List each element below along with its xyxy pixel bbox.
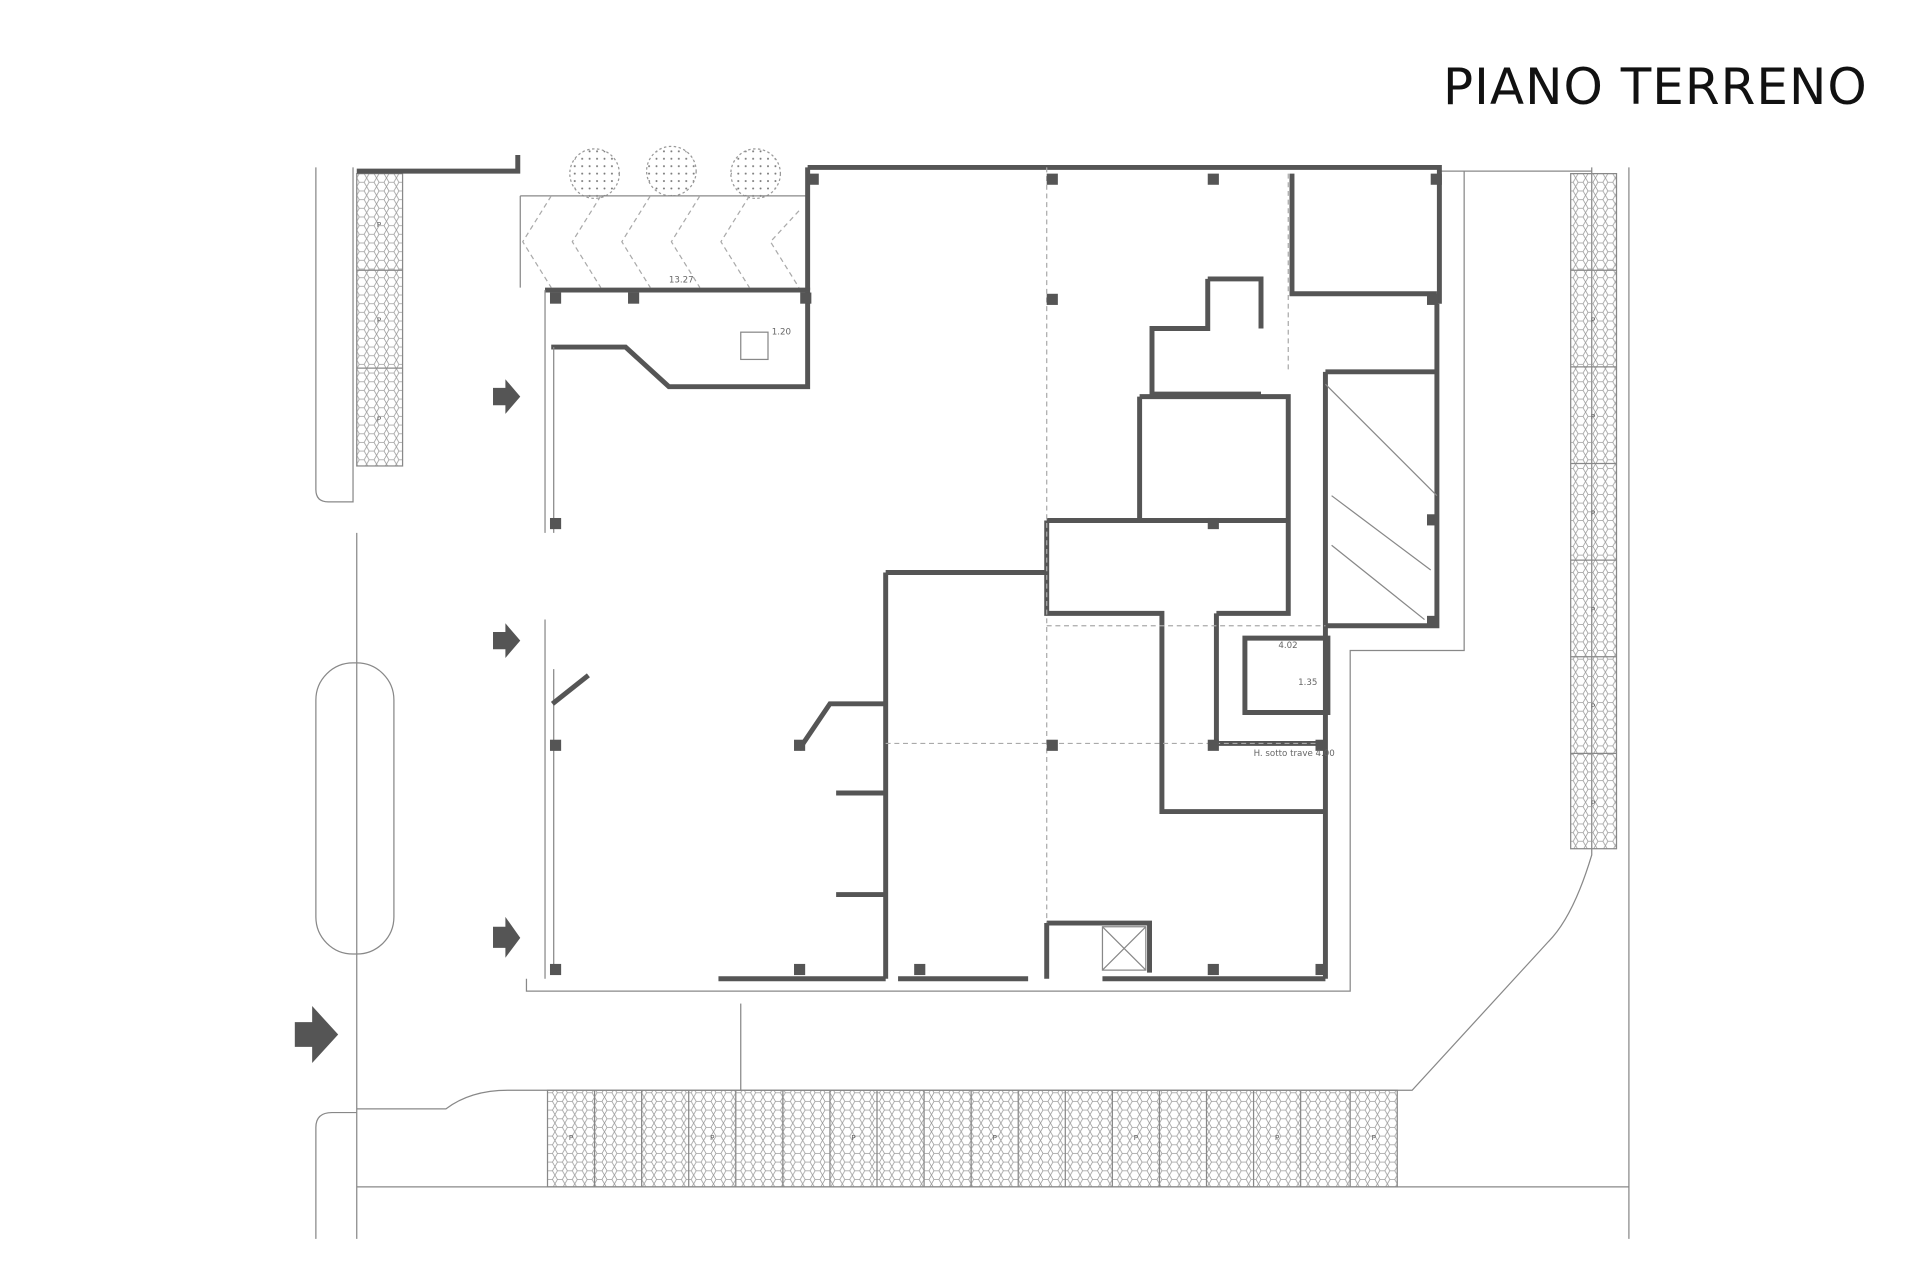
svg-text:P: P (992, 1133, 997, 1142)
dim-stair: 1.20 (772, 328, 791, 338)
svg-text:P: P (851, 1133, 856, 1142)
dim-stair2-b: 1.35 (1298, 678, 1317, 688)
courtyard: 13.27 (519, 195, 808, 288)
site-lines (315, 167, 1630, 1239)
floor-title: PIANO TERRENO (1443, 58, 1868, 116)
svg-text:P: P (1371, 1133, 1376, 1142)
dim-courtyard: 13.27 (669, 276, 694, 286)
traffic-island (315, 662, 395, 955)
beam-height-label: H. sotto trave 4.00 (1254, 749, 1335, 759)
svg-text:P: P (1591, 702, 1596, 711)
entrance-arrow-icon (493, 623, 521, 658)
svg-text:P: P (1134, 1133, 1139, 1142)
svg-text:P: P (1591, 412, 1596, 421)
svg-text:P: P (377, 315, 382, 324)
trees (569, 145, 782, 200)
svg-text:P: P (1591, 509, 1596, 518)
svg-text:P: P (1591, 798, 1596, 807)
svg-text:P: P (377, 220, 382, 229)
parking-bottom (546, 1089, 1398, 1188)
svg-text:P: P (1591, 605, 1596, 614)
entrance-arrow-icon (294, 1006, 339, 1064)
svg-text:P: P (569, 1133, 574, 1142)
entrance-arrow-icon (493, 916, 521, 958)
parking-symbols: P P P P P P P P P P P P P P P P (377, 220, 1596, 1142)
parking-right (1570, 173, 1618, 850)
entrance-arrow-icon (493, 379, 521, 414)
entrance-arrows (294, 379, 521, 1064)
parking-left (356, 173, 404, 467)
columns (549, 173, 1442, 976)
svg-text:P: P (377, 414, 382, 423)
svg-text:P: P (1591, 315, 1596, 324)
svg-text:P: P (710, 1133, 715, 1142)
svg-text:P: P (1275, 1133, 1280, 1142)
dim-stair2-a: 4.02 (1278, 641, 1297, 651)
walls (356, 155, 1442, 982)
